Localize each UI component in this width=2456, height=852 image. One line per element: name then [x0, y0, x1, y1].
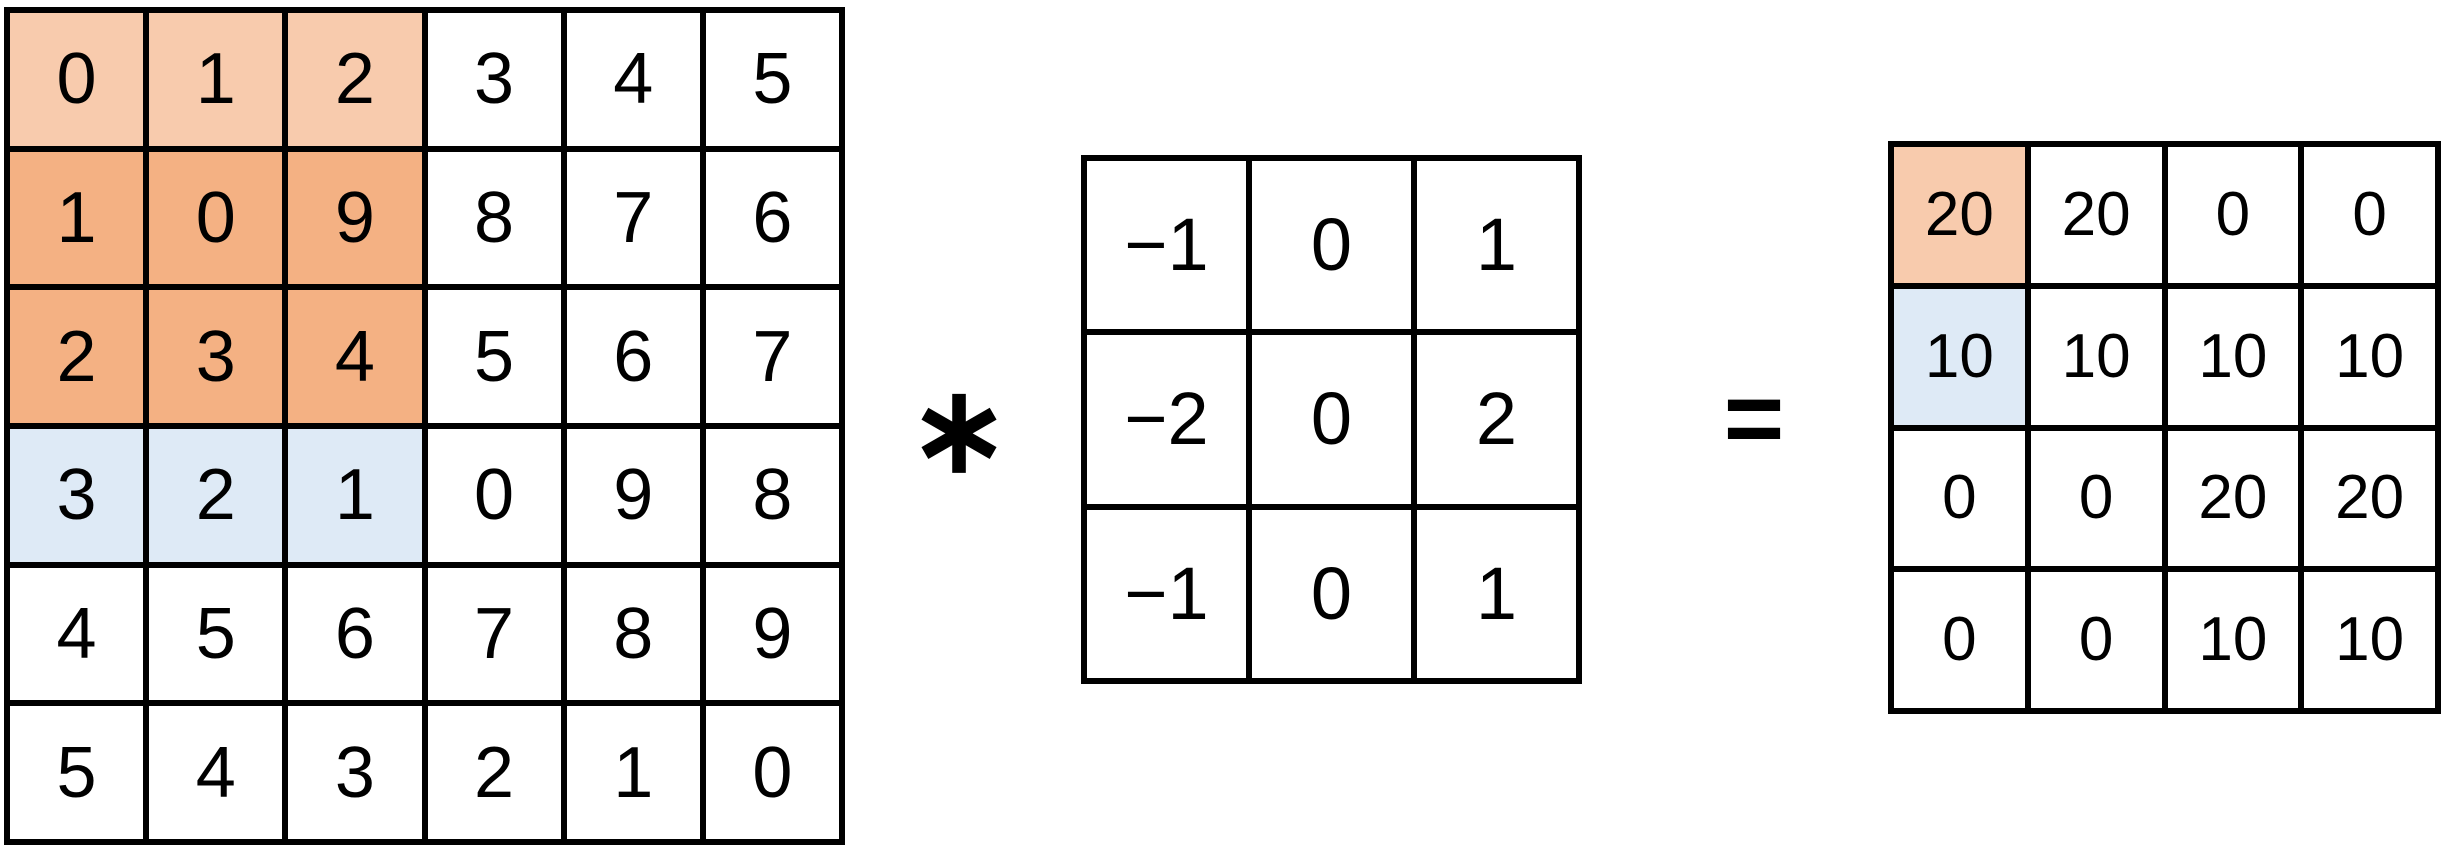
input-matrix-cell-r1c6: 5 [705, 13, 839, 146]
input-matrix-cell-r2c1: 1 [10, 151, 144, 285]
input-matrix-cell-r4c5: 9 [566, 429, 700, 562]
kernel-matrix-cell-r2c1: −2 [1087, 335, 1246, 504]
input-matrix-cell-r6c3: 3 [288, 706, 422, 839]
output-matrix-cell-r3c1: 0 [1894, 430, 2025, 567]
input-matrix-cell-r6c6: 0 [705, 706, 839, 839]
equals-operator: = [1723, 361, 1785, 477]
input-matrix-cell-r2c2: 0 [149, 151, 283, 285]
output-matrix-cell-r4c2: 0 [2030, 572, 2162, 708]
output-matrix-cell-r2c1: 10 [1894, 288, 2025, 425]
kernel-matrix-cell-r2c2: 0 [1252, 335, 1411, 504]
input-matrix-cell-r5c3: 6 [288, 567, 422, 701]
input-matrix-cell-r4c1: 3 [10, 429, 144, 562]
input-matrix-cell-r2c5: 7 [566, 151, 700, 285]
input-matrix-cell-r2c3: 9 [288, 151, 422, 285]
input-matrix-cell-r1c4: 3 [427, 13, 561, 146]
output-matrix-cell-r3c4: 20 [2304, 430, 2435, 567]
kernel-matrix-cell-r1c2: 0 [1252, 161, 1411, 330]
input-matrix-cell-r6c5: 1 [566, 706, 700, 839]
input-matrix-cell-r5c6: 9 [705, 567, 839, 701]
input-matrix-cell-r5c5: 8 [566, 567, 700, 701]
input-matrix-cell-r4c6: 8 [705, 429, 839, 562]
output-matrix-cell-r1c2: 20 [2030, 147, 2162, 283]
input-matrix-cell-r2c6: 6 [705, 151, 839, 285]
input-matrix-cell-r4c2: 2 [149, 429, 283, 562]
kernel-matrix-cell-r3c2: 0 [1252, 509, 1411, 678]
input-matrix-cell-r3c1: 2 [10, 290, 144, 423]
output-matrix-cell-r2c3: 10 [2167, 288, 2299, 425]
input-matrix-cell-r6c1: 5 [10, 706, 144, 839]
kernel-matrix-cell-r2c3: 2 [1417, 335, 1576, 504]
output-matrix-cell-r4c3: 10 [2167, 572, 2299, 708]
input-matrix-cell-r4c3: 1 [288, 429, 422, 562]
convolution-asterisk-operator: ∗ [908, 363, 1010, 497]
input-matrix-cell-r5c4: 7 [427, 567, 561, 701]
input-matrix-cell-r1c1: 0 [10, 13, 144, 146]
output-matrix-cell-r3c3: 20 [2167, 430, 2299, 567]
input-matrix-cell-r3c4: 5 [427, 290, 561, 423]
input-matrix-cell-r3c5: 6 [566, 290, 700, 423]
output-matrix-cell-r1c4: 0 [2304, 147, 2435, 283]
output-matrix-cell-r2c4: 10 [2304, 288, 2435, 425]
input-matrix-cell-r6c4: 2 [427, 706, 561, 839]
input-matrix-cell-r3c3: 4 [288, 290, 422, 423]
output-matrix-cell-r4c1: 0 [1894, 572, 2025, 708]
output-matrix-cell-r1c3: 0 [2167, 147, 2299, 283]
kernel-matrix-cell-r3c1: −1 [1087, 509, 1246, 678]
input-matrix-cell-r1c5: 4 [566, 13, 700, 146]
input-matrix-cell-r1c2: 1 [149, 13, 283, 146]
output-matrix-cell-r1c1: 20 [1894, 147, 2025, 283]
input-matrix-cell-r2c4: 8 [427, 151, 561, 285]
input-matrix-cell-r6c2: 4 [149, 706, 283, 839]
kernel-matrix-cell-r1c1: −1 [1087, 161, 1246, 330]
kernel-matrix-cell-r3c3: 1 [1417, 509, 1576, 678]
input-matrix-cell-r5c2: 5 [149, 567, 283, 701]
output-matrix-cell-r3c2: 0 [2030, 430, 2162, 567]
input-matrix-cell-r3c2: 3 [149, 290, 283, 423]
output-matrix-cell-r4c4: 10 [2304, 572, 2435, 708]
input-matrix-cell-r1c3: 2 [288, 13, 422, 146]
kernel-matrix-cell-r1c3: 1 [1417, 161, 1576, 330]
input-matrix-cell-r5c1: 4 [10, 567, 144, 701]
output-matrix-cell-r2c2: 10 [2030, 288, 2162, 425]
input-matrix-cell-r3c6: 7 [705, 290, 839, 423]
input-matrix-cell-r4c4: 0 [427, 429, 561, 562]
